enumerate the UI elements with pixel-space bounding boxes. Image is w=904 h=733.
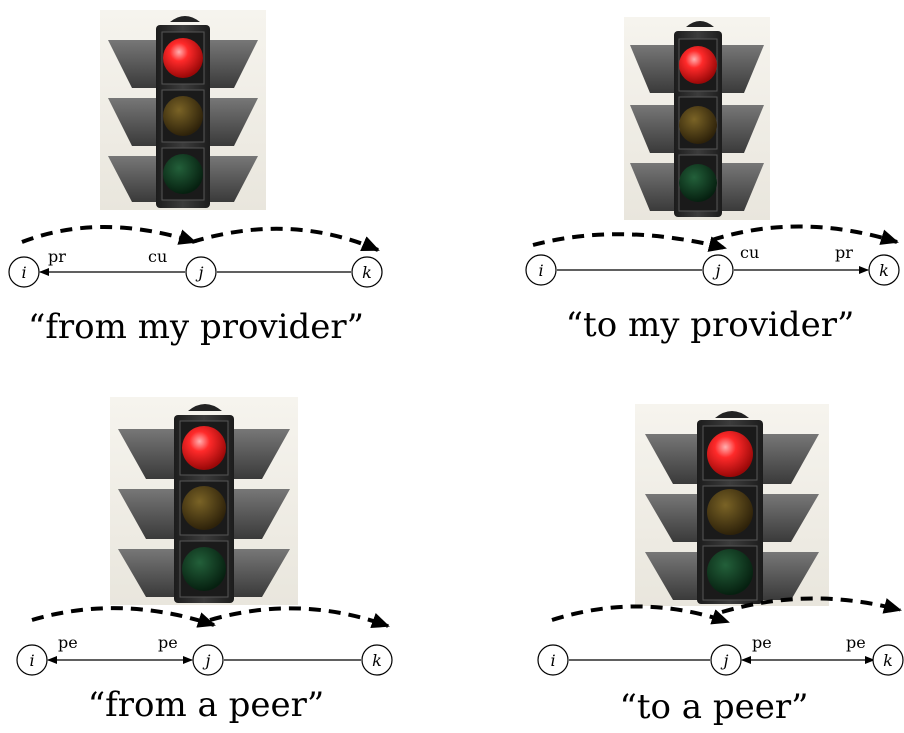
panel-from-my-provider: i j k pr cu “from my provider” <box>8 10 383 347</box>
path-arrow <box>21 225 197 245</box>
path-arrow <box>191 226 380 252</box>
svg-text:j: j <box>713 261 721 280</box>
caption: “from my provider” <box>28 307 364 347</box>
path-arrow <box>31 606 216 628</box>
caption: “to a peer” <box>619 687 808 727</box>
path-arrow <box>711 224 899 245</box>
amber-lamp <box>707 489 753 535</box>
svg-text:k: k <box>879 261 889 280</box>
node-i: i <box>537 644 569 676</box>
node-j: j <box>710 644 742 676</box>
edge-label-cu: cu <box>740 243 759 262</box>
green-lamp <box>163 154 203 194</box>
node-k: k <box>351 256 383 288</box>
path-arrow <box>551 604 730 625</box>
node-j: j <box>702 254 734 286</box>
red-lamp <box>707 431 753 477</box>
edge-label-pr: pr <box>835 243 853 262</box>
svg-text:j: j <box>196 263 204 282</box>
panel-to-my-provider: i j k cu pr “to my provider” <box>525 17 900 345</box>
node-k: k <box>868 254 900 286</box>
path-arrow <box>209 606 390 629</box>
node-k: k <box>361 644 393 676</box>
edge-label-pe: pe <box>846 633 866 652</box>
caption: “to my provider” <box>566 305 855 345</box>
green-lamp <box>707 549 753 595</box>
panel-to-a-peer: i j k pe pe “to a peer” <box>537 404 904 727</box>
svg-text:k: k <box>362 263 372 282</box>
node-j: j <box>185 256 217 288</box>
node-k: k <box>872 644 904 676</box>
traffic-light-icon <box>635 404 829 606</box>
svg-text:j: j <box>203 651 211 670</box>
green-lamp <box>182 547 226 591</box>
traffic-light-icon <box>100 10 266 210</box>
svg-text:i: i <box>21 263 26 282</box>
svg-text:k: k <box>883 651 893 670</box>
node-i: i <box>8 256 40 288</box>
panel-from-a-peer: i j k pe pe “from a peer” <box>16 397 393 725</box>
svg-text:i: i <box>550 651 555 670</box>
node-j: j <box>192 644 224 676</box>
edge-label-cu: cu <box>148 247 167 266</box>
edge-label-pe: pe <box>752 633 772 652</box>
red-lamp <box>163 38 203 78</box>
svg-text:j: j <box>721 651 729 670</box>
amber-lamp <box>679 106 717 144</box>
green-lamp <box>679 164 717 202</box>
traffic-light-icon <box>110 397 298 605</box>
svg-text:i: i <box>29 651 34 670</box>
edge-label-pr: pr <box>48 247 66 266</box>
svg-text:i: i <box>538 261 543 280</box>
node-i: i <box>525 254 557 286</box>
edge-label-pe: pe <box>58 633 78 652</box>
red-lamp <box>182 426 226 470</box>
svg-text:k: k <box>372 651 382 670</box>
edge-label-pe: pe <box>158 633 178 652</box>
path-arrow <box>721 596 902 614</box>
amber-lamp <box>182 486 226 530</box>
path-arrow <box>532 232 727 252</box>
amber-lamp <box>163 96 203 136</box>
node-i: i <box>16 644 48 676</box>
traffic-light-icon <box>624 17 770 220</box>
red-lamp <box>679 46 717 84</box>
caption: “from a peer” <box>88 685 324 725</box>
